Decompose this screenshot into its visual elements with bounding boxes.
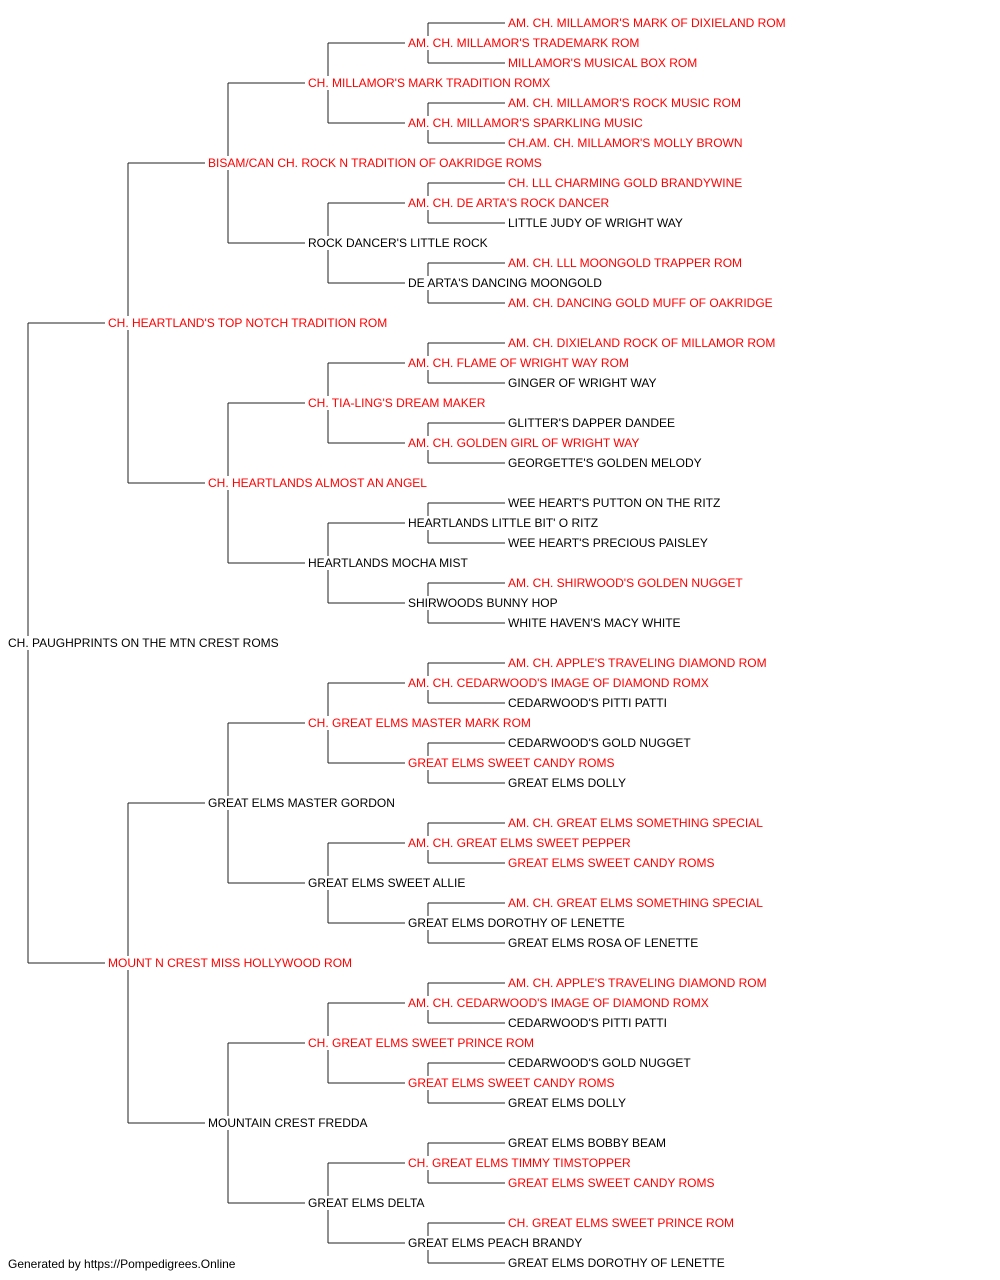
dog-labels: CH. PAUGHPRINTS ON THE MTN CREST ROMS CH.… xyxy=(8,16,786,1270)
dog-name: WEE HEART'S PRECIOUS PAISLEY xyxy=(508,536,708,550)
connector-lines xyxy=(27,22,505,1264)
dog-name: MOUNTAIN CREST FREDDA xyxy=(208,1116,368,1130)
champion-dog-name: CH. GREAT ELMS SWEET PRINCE ROM xyxy=(308,1036,534,1050)
dog-name: GEORGETTE'S GOLDEN MELODY xyxy=(508,456,702,470)
champion-dog-name: AM. CH. DIXIELAND ROCK OF MILLAMOR ROM xyxy=(508,336,775,350)
dog-name: LITTLE JUDY OF WRIGHT WAY xyxy=(508,216,683,230)
champion-dog-name: CH. HEARTLAND'S TOP NOTCH TRADITION ROM xyxy=(108,316,387,330)
champion-dog-name: AM. CH. DANCING GOLD MUFF OF OAKRIDGE xyxy=(508,296,773,310)
champion-dog-name: BISAM/CAN CH. ROCK N TRADITION OF OAKRID… xyxy=(208,156,542,170)
dog-name: GREAT ELMS DOLLY xyxy=(508,1096,626,1110)
dog-name: GREAT ELMS MASTER GORDON xyxy=(208,796,395,810)
dog-name: GINGER OF WRIGHT WAY xyxy=(508,376,656,390)
champion-dog-name: AM. CH. SHIRWOOD'S GOLDEN NUGGET xyxy=(508,576,743,590)
dog-name: GREAT ELMS BOBBY BEAM xyxy=(508,1136,666,1150)
dog-name: CEDARWOOD'S PITTI PATTI xyxy=(508,1016,667,1030)
dog-name: GREAT ELMS ROSA OF LENETTE xyxy=(508,936,698,950)
dog-name: WHITE HAVEN'S MACY WHITE xyxy=(508,616,681,630)
dog-name: WEE HEART'S PUTTON ON THE RITZ xyxy=(508,496,720,510)
champion-dog-name: GREAT ELMS SWEET CANDY ROMS xyxy=(508,856,714,870)
champion-dog-name: AM. CH. GREAT ELMS SOMETHING SPECIAL xyxy=(508,816,763,830)
dog-name: GREAT ELMS DOLLY xyxy=(508,776,626,790)
champion-dog-name: AM. CH. GREAT ELMS SOMETHING SPECIAL xyxy=(508,896,763,910)
dog-name: HEARTLANDS MOCHA MIST xyxy=(308,556,468,570)
dog-name: GREAT ELMS PEACH BRANDY xyxy=(408,1236,582,1250)
dog-name: GREAT ELMS SWEET ALLIE xyxy=(308,876,465,890)
champion-dog-name: AM. CH. MILLAMOR'S SPARKLING MUSIC xyxy=(408,116,643,130)
champion-dog-name: GREAT ELMS SWEET CANDY ROMS xyxy=(508,1176,714,1190)
dog-name: ROCK DANCER'S LITTLE ROCK xyxy=(308,236,488,250)
champion-dog-name: AM. CH. DE ARTA'S ROCK DANCER xyxy=(408,196,610,210)
dog-name: DE ARTA'S DANCING MOONGOLD xyxy=(408,276,602,290)
champion-dog-name: CH. GREAT ELMS SWEET PRINCE ROM xyxy=(508,1216,734,1230)
champion-dog-name: AM. CH. FLAME OF WRIGHT WAY ROM xyxy=(408,356,629,370)
champion-dog-name: AM. CH. APPLE'S TRAVELING DIAMOND ROM xyxy=(508,656,767,670)
champion-dog-name: AM. CH. MILLAMOR'S MARK OF DIXIELAND ROM xyxy=(508,16,786,30)
champion-dog-name: AM. CH. MILLAMOR'S TRADEMARK ROM xyxy=(408,36,639,50)
champion-dog-name: CH. GREAT ELMS TIMMY TIMSTOPPER xyxy=(408,1156,631,1170)
champion-dog-name: GREAT ELMS SWEET CANDY ROMS xyxy=(408,1076,614,1090)
champion-dog-name: AM. CH. MILLAMOR'S ROCK MUSIC ROM xyxy=(508,96,741,110)
champion-dog-name: CH. HEARTLANDS ALMOST AN ANGEL xyxy=(208,476,427,490)
dog-name: GREAT ELMS DOROTHY OF LENETTE xyxy=(408,916,625,930)
champion-dog-name: AM. CH. GREAT ELMS SWEET PEPPER xyxy=(408,836,631,850)
champion-dog-name: CH. GREAT ELMS MASTER MARK ROM xyxy=(308,716,531,730)
generated-by-footer: Generated by https://Pompedigrees.Online xyxy=(8,1257,236,1271)
champion-dog-name: AM. CH. CEDARWOOD'S IMAGE OF DIAMOND ROM… xyxy=(408,676,709,690)
champion-dog-name: AM. CH. GOLDEN GIRL OF WRIGHT WAY xyxy=(408,436,639,450)
champion-dog-name: AM. CH. APPLE'S TRAVELING DIAMOND ROM xyxy=(508,976,767,990)
dog-name: CEDARWOOD'S GOLD NUGGET xyxy=(508,736,691,750)
dog-name: GREAT ELMS DELTA xyxy=(308,1196,424,1210)
dog-name: SHIRWOODS BUNNY HOP xyxy=(408,596,558,610)
dog-name: CH. PAUGHPRINTS ON THE MTN CREST ROMS xyxy=(8,636,279,650)
champion-dog-name: MILLAMOR'S MUSICAL BOX ROM xyxy=(508,56,697,70)
champion-dog-name: CH. LLL CHARMING GOLD BRANDYWINE xyxy=(508,176,742,190)
dog-name: GLITTER'S DAPPER DANDEE xyxy=(508,416,675,430)
champion-dog-name: CH.AM. CH. MILLAMOR'S MOLLY BROWN xyxy=(508,136,743,150)
champion-dog-name: AM. CH. CEDARWOOD'S IMAGE OF DIAMOND ROM… xyxy=(408,996,709,1010)
champion-dog-name: AM. CH. LLL MOONGOLD TRAPPER ROM xyxy=(508,256,742,270)
dog-name: GREAT ELMS DOROTHY OF LENETTE xyxy=(508,1256,725,1270)
champion-dog-name: MOUNT N CREST MISS HOLLYWOOD ROM xyxy=(108,956,352,970)
dog-name: CEDARWOOD'S GOLD NUGGET xyxy=(508,1056,691,1070)
dog-name: CEDARWOOD'S PITTI PATTI xyxy=(508,696,667,710)
champion-dog-name: GREAT ELMS SWEET CANDY ROMS xyxy=(408,756,614,770)
champion-dog-name: CH. MILLAMOR'S MARK TRADITION ROMX xyxy=(308,76,550,90)
dog-name: HEARTLANDS LITTLE BIT' O RITZ xyxy=(408,516,598,530)
champion-dog-name: CH. TIA-LING'S DREAM MAKER xyxy=(308,396,486,410)
